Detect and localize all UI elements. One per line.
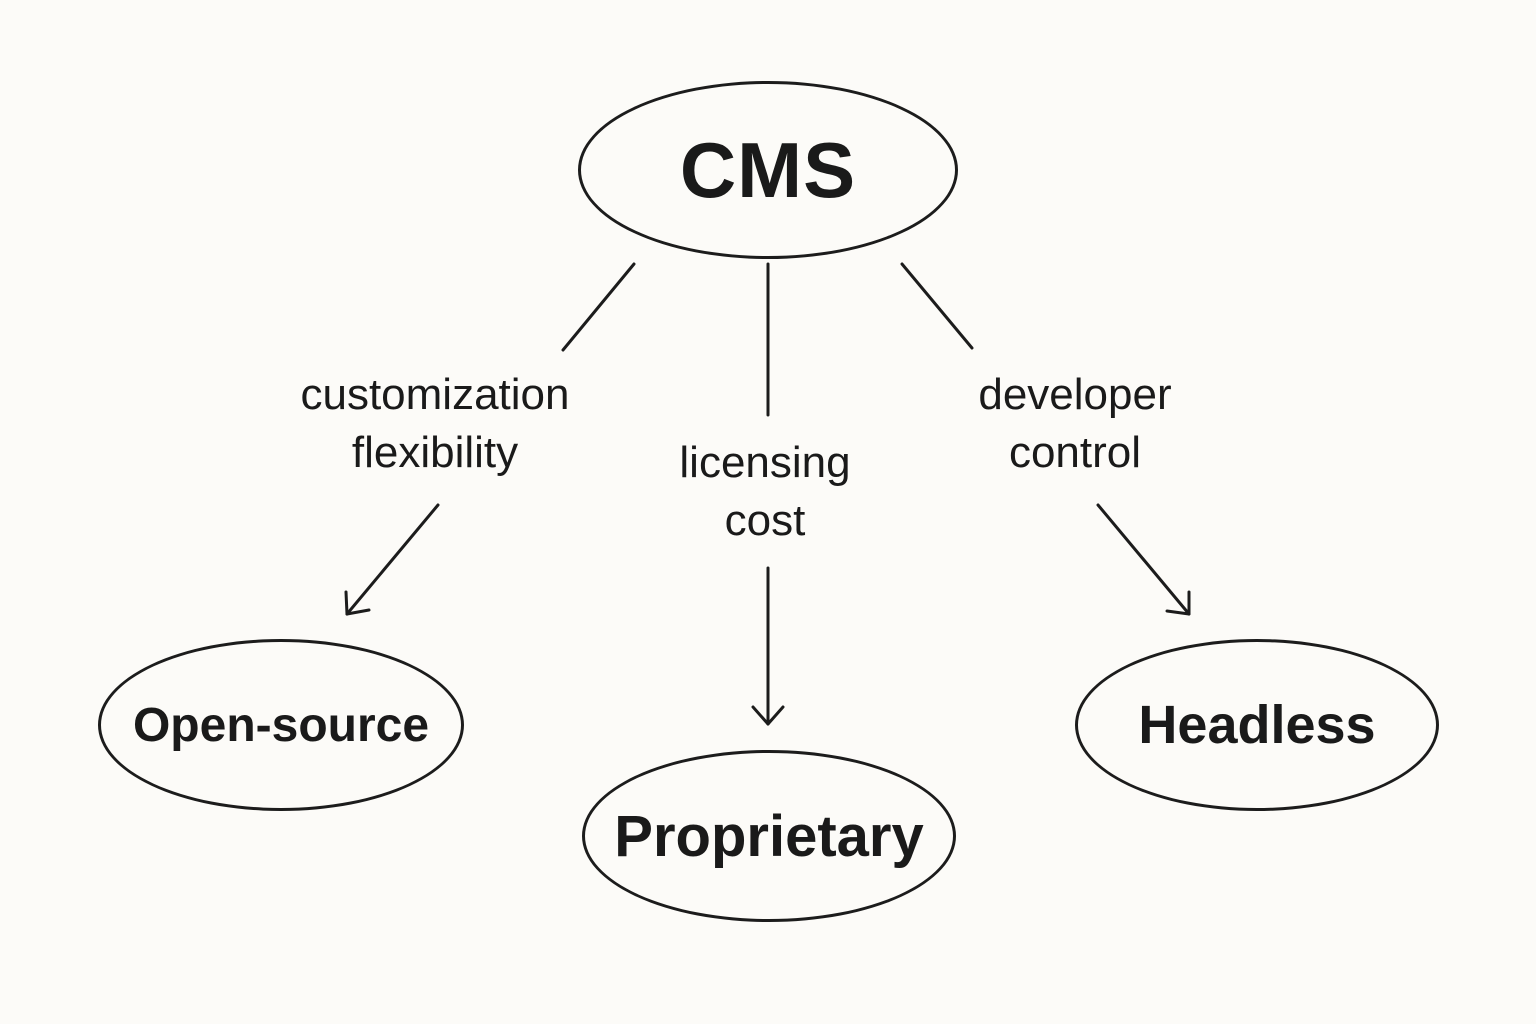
connector-cms-open-source-upper [561, 262, 636, 352]
edge-label-line: licensing [679, 438, 851, 487]
node-proprietary: Proprietary [582, 750, 956, 922]
edge-label-line: cost [724, 496, 806, 545]
edge-label-line: control [1008, 428, 1142, 477]
arrowhead-headless [1165, 590, 1191, 616]
node-headless: Headless [1075, 639, 1439, 811]
edge-label-licensing-cost: licensing cost [630, 434, 900, 550]
arrowhead-open-source [344, 590, 371, 616]
edge-label-line: customization [300, 370, 570, 419]
connector-cms-headless-upper [900, 262, 974, 350]
node-cms-label: CMS [679, 125, 857, 214]
edge-label-developer-control: developer control [940, 366, 1210, 482]
connector-cms-headless-lower [1096, 503, 1191, 616]
node-headless-label: Headless [1138, 695, 1376, 755]
arrowhead-proprietary [751, 705, 785, 726]
node-open-source-label: Open-source [132, 698, 430, 752]
node-cms: CMS [578, 81, 958, 259]
edge-label-line: flexibility [351, 428, 519, 477]
node-proprietary-label: Proprietary [614, 803, 924, 869]
connector-cms-open-source-lower [345, 503, 440, 616]
node-open-source: Open-source [98, 639, 464, 811]
edge-label-line: developer [978, 370, 1172, 419]
edge-label-customization-flexibility: customization flexibility [270, 366, 600, 482]
